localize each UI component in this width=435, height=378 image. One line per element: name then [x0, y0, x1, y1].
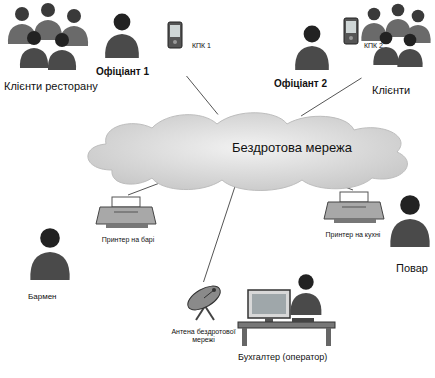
- cook-figure: [390, 195, 429, 247]
- group-label: Клієнти: [372, 84, 410, 97]
- clients-group: [8, 3, 88, 70]
- device-node: КПК 2: [338, 14, 385, 78]
- role-label: Бармен: [28, 292, 57, 301]
- printer-icon: [96, 197, 156, 228]
- waiter-figure: [295, 26, 329, 70]
- device-label: КПК 1: [192, 42, 211, 50]
- device-node: КПК 1: [160, 16, 213, 76]
- antenna-icon: [184, 281, 224, 320]
- device-node: Принтер на барі: [92, 195, 164, 247]
- group-label: Клієнти ресторану: [4, 80, 98, 93]
- device-label: Принтер на барі: [102, 236, 154, 244]
- printer-icon: [324, 192, 384, 223]
- network-link: [204, 186, 236, 282]
- device-node: Принтер на кухні: [316, 190, 390, 242]
- device-label: КПК 2: [364, 42, 383, 50]
- device-node: Антена бездротової мережі: [168, 282, 239, 346]
- role-label: Бухгалтер (оператор): [238, 352, 327, 362]
- accountant-figure: [291, 274, 322, 315]
- bartender-figure: [30, 228, 69, 280]
- device-label: Принтер на кухні: [326, 231, 381, 239]
- computer-icon: [238, 290, 335, 346]
- role-label: Повар: [396, 262, 428, 275]
- device-label: Антена бездротової мережі: [170, 328, 237, 344]
- pda-icon: [344, 18, 358, 44]
- network-cloud: Бездротова мережа: [72, 108, 422, 192]
- waiter-figure: [105, 14, 139, 58]
- clients-group: [361, 4, 430, 67]
- role-label: Офіціант 2: [274, 78, 327, 90]
- role-label: Офіціант 1: [96, 66, 149, 78]
- network-link: [187, 76, 218, 114]
- network-label: Бездротова мережа: [232, 141, 352, 156]
- pda-icon: [168, 22, 182, 48]
